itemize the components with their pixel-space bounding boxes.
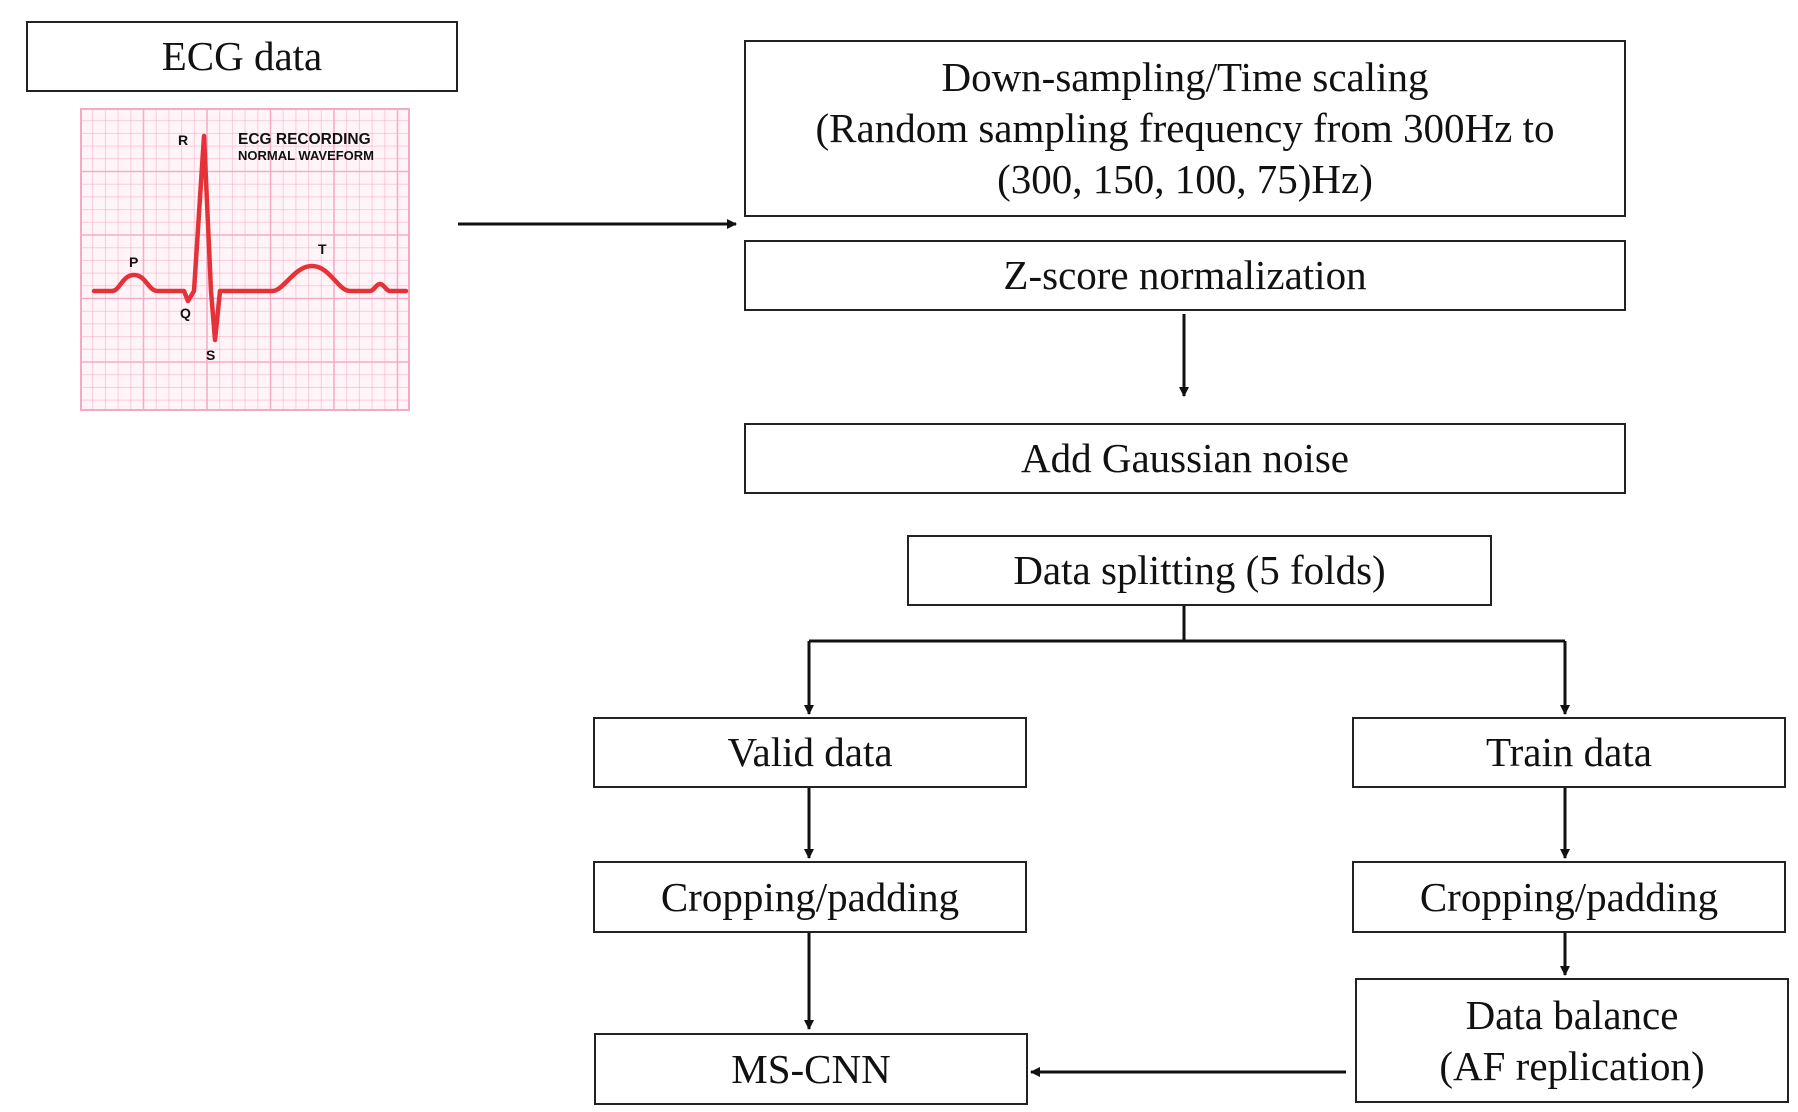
data-splitting-box: Data splitting (5 folds): [907, 535, 1492, 606]
ms-cnn-box: MS-CNN: [594, 1033, 1028, 1105]
ecg-heading-line-1: ECG RECORDING: [238, 131, 371, 148]
ecg-label-p: P: [129, 254, 138, 270]
ecg-data-label: ECG data: [161, 33, 323, 79]
valid-cropping-label: Cropping/padding: [660, 873, 960, 920]
data-splitting-label: Data splitting (5 folds): [1013, 547, 1386, 593]
valid-cropping-box: Cropping/padding: [593, 861, 1027, 933]
ecg-grid: [80, 108, 410, 411]
ecg-label-r: R: [178, 132, 188, 148]
ecg-waveform-figure: ECG RECORDING NORMAL WAVEFORM R P T Q S: [80, 108, 410, 411]
ms-cnn-label: MS-CNN: [731, 1045, 891, 1092]
train-cropping-label: Cropping/padding: [1419, 873, 1719, 920]
ecg-label-t: T: [318, 241, 327, 257]
valid-data-box: Valid data: [593, 717, 1027, 788]
gaussian-noise-box: Add Gaussian noise: [744, 423, 1626, 494]
ecg-label-s: S: [206, 347, 215, 363]
downsampling-line-3: (300, 150, 100, 75)Hz): [997, 156, 1373, 202]
zscore-label: Z-score normalization: [1003, 252, 1367, 298]
ecg-label-q: Q: [180, 305, 191, 321]
zscore-box: Z-score normalization: [744, 240, 1626, 311]
ecg-heading-line-2: NORMAL WAVEFORM: [238, 148, 374, 163]
downsampling-line-1: Down-sampling/Time scaling: [941, 54, 1429, 100]
ecg-grid-border: [80, 108, 410, 411]
valid-data-label: Valid data: [727, 729, 893, 775]
train-data-box: Train data: [1352, 717, 1786, 788]
data-balance-line-2: (AF replication): [1439, 1042, 1705, 1089]
data-balance-line-1: Data balance: [1465, 991, 1679, 1038]
data-balance-box: Data balance (AF replication): [1355, 978, 1789, 1103]
gaussian-noise-label: Add Gaussian noise: [1021, 435, 1349, 481]
train-data-label: Train data: [1486, 729, 1652, 775]
ecg-trace: [91, 133, 409, 343]
downsampling-box: Down-sampling/Time scaling (Random sampl…: [744, 40, 1626, 217]
train-cropping-box: Cropping/padding: [1352, 861, 1786, 933]
ecg-data-box: ECG data: [26, 21, 458, 92]
downsampling-line-2: (Random sampling frequency from 300Hz to: [815, 105, 1555, 151]
